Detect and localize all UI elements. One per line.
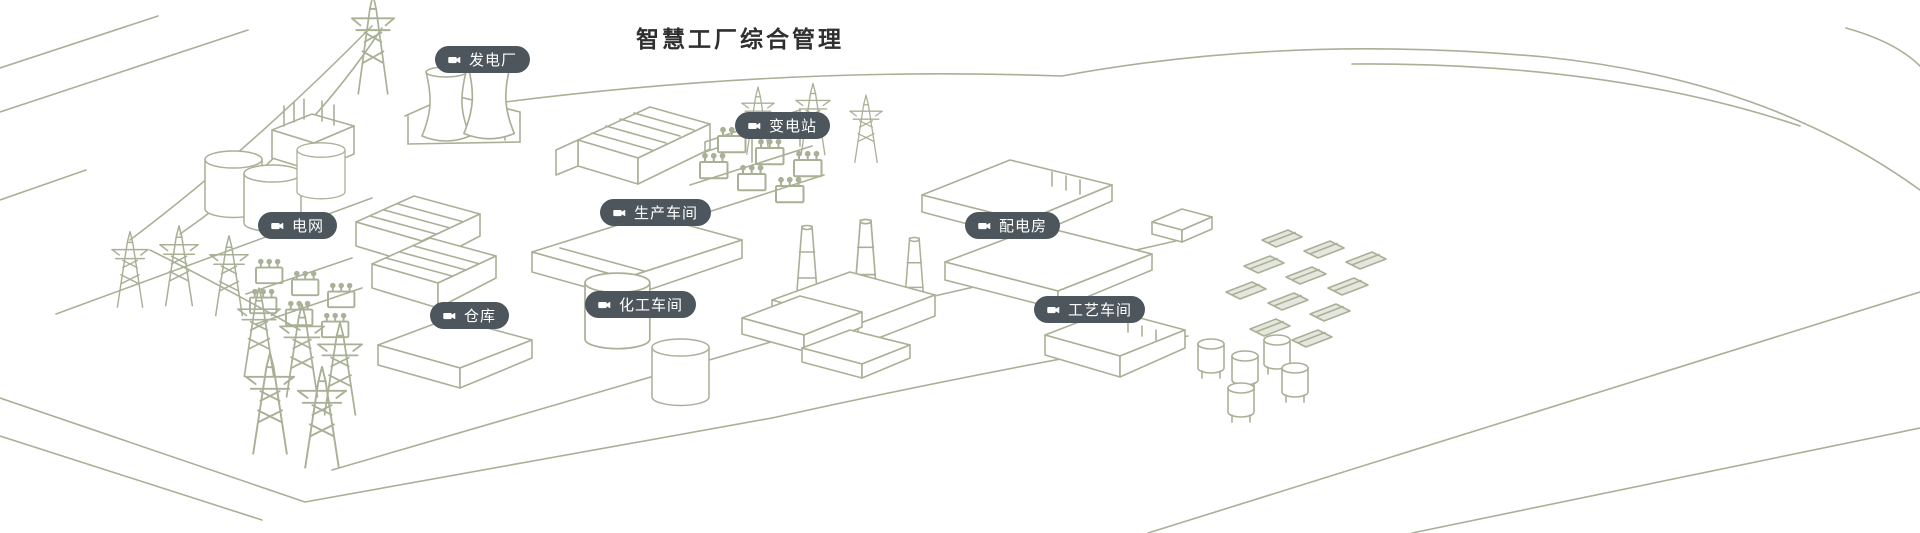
pin-warehouse[interactable]: 仓库 (430, 302, 510, 329)
pin-label: 电网 (292, 218, 325, 235)
camera-icon (443, 309, 457, 323)
pin-label: 工艺车间 (1068, 302, 1133, 319)
substation-area (689, 82, 883, 215)
boiler-tank-area (204, 98, 355, 233)
pin-substation[interactable]: 变电站 (735, 112, 831, 139)
pin-process-workshop[interactable]: 工艺车间 (1034, 296, 1146, 323)
camera-icon (448, 53, 462, 67)
camera-icon (978, 219, 992, 233)
small-tanks (1197, 334, 1309, 423)
camera-icon (271, 219, 285, 233)
pin-power-plant[interactable]: 发电厂 (435, 46, 531, 73)
sheds (355, 195, 497, 309)
pin-chemical-workshop[interactable]: 化工车间 (585, 291, 697, 318)
pin-label: 生产车间 (634, 205, 699, 222)
pin-power-grid[interactable]: 电网 (258, 212, 338, 239)
utility-boxes (741, 295, 911, 379)
pin-distribution-room[interactable]: 配电房 (965, 212, 1061, 239)
pin-production-workshop[interactable]: 生产车间 (600, 199, 712, 226)
pin-label: 仓库 (464, 308, 497, 325)
distribution-buildings (921, 159, 1213, 310)
solar-array (1225, 229, 1387, 348)
page-title: 智慧工厂综合管理 (636, 26, 844, 52)
camera-icon (613, 206, 627, 220)
camera-icon (1047, 303, 1061, 317)
warehouse-building (377, 317, 533, 389)
production-hall (555, 106, 711, 185)
pin-label: 发电厂 (469, 52, 518, 69)
camera-icon (598, 298, 612, 312)
camera-icon (748, 119, 762, 133)
pin-label: 变电站 (769, 118, 818, 135)
power-grid-area (111, 225, 363, 469)
process-workshop-building (1044, 309, 1186, 378)
pin-label: 化工车间 (619, 297, 684, 314)
pin-label: 配电房 (999, 218, 1048, 235)
